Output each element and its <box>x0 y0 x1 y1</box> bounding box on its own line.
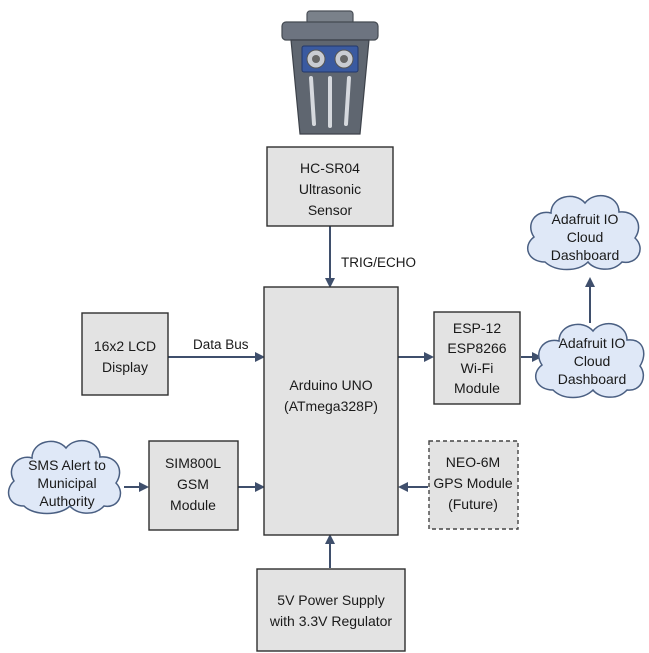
cloud-top-line-1: Adafruit IO <box>552 211 619 227</box>
lcd-line-1: 16x2 LCD <box>94 338 156 354</box>
sensor-line-2: Ultrasonic <box>299 181 361 197</box>
sensor-block: HC-SR04 Ultrasonic Sensor <box>266 146 394 227</box>
cloud-top-line-2: Cloud <box>567 229 604 245</box>
cloud-dashboard-right: Adafruit IO Cloud Dashboard <box>534 322 645 399</box>
power-supply-block: 5V Power Supply with 3.3V Regulator <box>256 568 406 652</box>
cloud-right-line-2: Cloud <box>574 353 611 369</box>
gps-line-3: (Future) <box>448 496 498 512</box>
ultrasonic-sensor-icon <box>301 45 359 73</box>
trash-bin-with-sensor-icon <box>281 10 379 135</box>
power-line-2: with 3.3V Regulator <box>269 613 393 629</box>
gsm-line-1: SIM800L <box>165 455 221 471</box>
cloud-right-line-3: Dashboard <box>558 371 627 387</box>
gsm-module-block: SIM800L GSM Module <box>148 440 239 531</box>
cloud-top-line-3: Dashboard <box>551 247 620 263</box>
wifi-line-1: ESP-12 <box>453 320 501 336</box>
cloud-sms-alert: SMS Alert to Municipal Authority <box>7 439 122 515</box>
gps-line-1: NEO-6M <box>446 454 500 470</box>
wifi-line-4: Module <box>454 380 500 396</box>
connections <box>124 226 595 568</box>
arduino-line-1: Arduino UNO <box>289 377 372 393</box>
sensor-line-1: HC-SR04 <box>300 160 360 176</box>
sms-line-3: Authority <box>39 493 94 509</box>
cloud-right-line-1: Adafruit IO <box>559 335 626 351</box>
sms-line-2: Municipal <box>37 475 96 491</box>
gps-line-2: GPS Module <box>433 475 513 491</box>
gps-module-block: NEO-6M GPS Module (Future) <box>428 440 519 530</box>
arduino-line-2: (ATmega328P) <box>284 398 378 414</box>
lcd-line-2: Display <box>102 359 148 375</box>
lcd-block: 16x2 LCD Display <box>81 312 169 396</box>
wifi-module-block: ESP-12 ESP8266 Wi-Fi Module <box>433 311 521 405</box>
data-bus-label: Data Bus <box>193 337 249 352</box>
sensor-line-3: Sensor <box>308 202 353 218</box>
gsm-line-2: GSM <box>177 476 209 492</box>
gsm-line-3: Module <box>170 497 216 513</box>
power-line-1: 5V Power Supply <box>277 592 384 608</box>
arduino-block: Arduino UNO (ATmega328P) <box>263 286 399 536</box>
wifi-line-2: ESP8266 <box>447 340 506 356</box>
cloud-dashboard-top: Adafruit IO Cloud Dashboard <box>526 194 641 271</box>
wifi-line-3: Wi-Fi <box>461 360 494 376</box>
sms-line-1: SMS Alert to <box>28 457 106 473</box>
trig-echo-label: TRIG/ECHO <box>341 255 416 270</box>
